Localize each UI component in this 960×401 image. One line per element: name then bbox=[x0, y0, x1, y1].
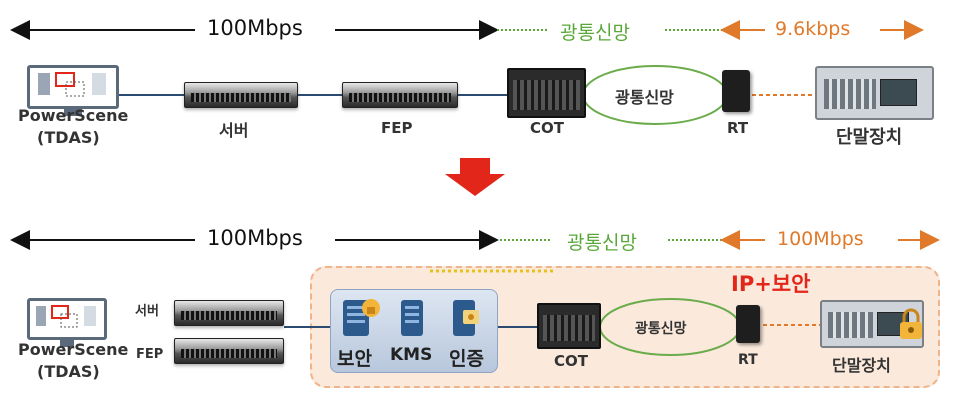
bottom-powerscene-monitor bbox=[27, 298, 107, 347]
top-rt-speed-label: 9.6kbps bbox=[775, 18, 851, 40]
top-fep-label: FEP bbox=[381, 119, 413, 137]
top-cot-label: COT bbox=[530, 119, 564, 137]
top-powerscene-label: PowerScene bbox=[18, 106, 129, 125]
bottom-cot-label: COT bbox=[554, 352, 588, 370]
kms-label: KMS bbox=[390, 345, 433, 365]
terminal-lock-icon bbox=[900, 308, 922, 339]
zone-title: IP+보안 bbox=[731, 272, 811, 296]
bottom-speed-label: 100Mbps bbox=[207, 226, 303, 250]
bottom-rt-speed-label: 100Mbps bbox=[777, 228, 864, 250]
security-server-lock-icon bbox=[343, 299, 380, 336]
top-powerscene-monitor bbox=[27, 65, 119, 116]
top-rt-label: RT bbox=[727, 119, 749, 137]
top-rt-device bbox=[722, 70, 750, 112]
bottom-fep-device bbox=[174, 338, 284, 364]
screen-content-icon bbox=[38, 72, 106, 97]
top-terminal-label: 단말장치 bbox=[836, 127, 903, 148]
top-cot-device bbox=[507, 68, 586, 118]
security-module-panel: 보안 KMS 인증 bbox=[330, 289, 498, 373]
auth-server-icon bbox=[453, 300, 479, 336]
kms-server-icon bbox=[401, 300, 423, 336]
top-speed-label: 100Mbps bbox=[207, 16, 303, 40]
bottom-server-label: 서버 bbox=[135, 304, 159, 319]
screen-content-icon bbox=[36, 305, 96, 328]
bottom-tdas-label: (TDAS) bbox=[37, 362, 100, 381]
bottom-rt-device bbox=[736, 305, 760, 343]
top-fiber-label: 광통신망 bbox=[560, 22, 630, 44]
bottom-ring-label: 광통신망 bbox=[635, 321, 687, 337]
bottom-rt-label: RT bbox=[738, 352, 758, 368]
top-ring-label: 광통신망 bbox=[615, 88, 674, 107]
security-label: 보안 bbox=[337, 348, 372, 370]
transition-arrow bbox=[445, 158, 505, 196]
top-terminal-device bbox=[815, 66, 934, 120]
top-server-device bbox=[184, 82, 298, 108]
bottom-fiber-label: 광통신망 bbox=[567, 232, 637, 254]
top-tdas-label: (TDAS) bbox=[37, 128, 100, 147]
bottom-powerscene-label: PowerScene bbox=[18, 340, 129, 359]
top-fep-device bbox=[342, 82, 458, 108]
bottom-cot-device bbox=[537, 303, 601, 349]
top-server-label: 서버 bbox=[219, 121, 249, 140]
auth-label: 인증 bbox=[449, 348, 484, 370]
bottom-terminal-label: 단말장치 bbox=[832, 356, 891, 375]
bottom-fep-label: FEP bbox=[136, 347, 164, 362]
bottom-server-device bbox=[174, 300, 284, 326]
